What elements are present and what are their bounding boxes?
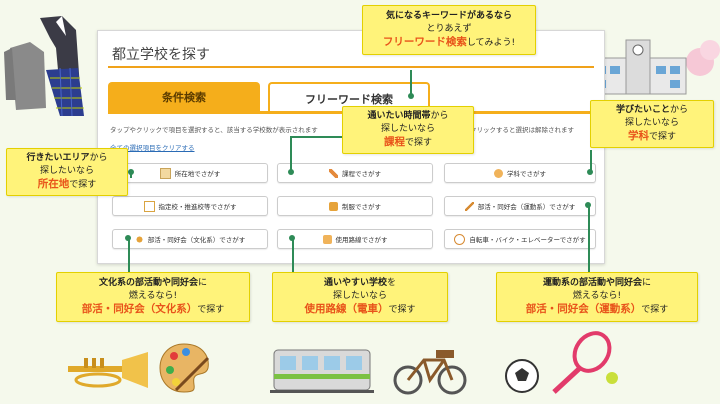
connector-dot	[125, 235, 131, 241]
connector-dot	[288, 169, 294, 175]
music-icon	[134, 234, 144, 244]
callout-location: 行きたいエリアから 探したいなら 所在地で探す	[6, 148, 128, 196]
palette-icon	[494, 168, 503, 178]
connector-line	[290, 136, 348, 138]
school-uniform-illustration	[4, 16, 84, 117]
bicycle-icon	[454, 233, 466, 245]
connector-dot	[585, 202, 591, 208]
callout-sports-club: 運動系の部活動や同好会に 燃えるなら! 部活・同好会（運動系）で探す	[496, 272, 698, 322]
search-by-culture-club-button[interactable]: 部活・同好会（文化系）でさがす	[112, 229, 268, 249]
connector-line	[130, 172, 132, 178]
tab-condition-search[interactable]: 条件検索	[108, 82, 260, 112]
school-building-illustration	[560, 39, 720, 95]
search-by-course-button[interactable]: 課程でさがす	[277, 163, 433, 183]
instruction-text: タップやクリックで項目を選択すると、該当する学校数が表示されます	[110, 126, 318, 134]
search-by-location-button[interactable]: 所在地でさがす	[112, 163, 268, 183]
callout-culture-club: 文化系の部活動や同好会に 燃えるなら! 部活・同好会（文化系）で探す	[56, 272, 250, 322]
connector-dot	[587, 169, 593, 175]
search-by-designated-school-button[interactable]: 指定校・推進校等でさがす	[112, 196, 268, 216]
callout-subject: 学びたいことから 探したいなら 学科で探す	[590, 100, 714, 148]
palette-illustration	[159, 343, 210, 393]
connector-dot	[408, 93, 414, 99]
map-icon	[159, 167, 171, 179]
connector-dot	[289, 235, 295, 241]
bicycle-illustration	[393, 350, 467, 395]
soccer-ball-illustration	[505, 359, 539, 393]
search-by-subject-button[interactable]: 学科でさがす	[444, 163, 596, 183]
search-by-route-button[interactable]: 使用路線でさがす	[277, 229, 433, 249]
callout-route: 通いやすい学校を 探したいなら 使用路線（電車）で探す	[272, 272, 448, 322]
train-icon	[322, 234, 332, 244]
racket-icon	[464, 201, 474, 211]
connector-line	[410, 70, 412, 96]
connector-line	[128, 238, 130, 272]
connector-line	[290, 136, 292, 172]
callout-freeword: 気になるキーワードがあるなら とりあえず フリーワード検索してみよう!	[362, 5, 536, 55]
clear-selection-link[interactable]: 全ての選択項目をクリアする	[110, 144, 195, 152]
title-divider	[108, 66, 594, 68]
search-by-uniform-button[interactable]: 制服でさがす	[277, 196, 433, 216]
uniform-icon	[329, 201, 338, 211]
callout-course: 通いたい時間帯から 探したいなら 課程で探す	[342, 106, 474, 154]
connector-line	[292, 238, 294, 272]
pencil-icon	[329, 168, 338, 178]
trumpet-illustration	[68, 352, 148, 388]
search-by-access-button[interactable]: 自転車・バイク・エレベーターでさがす	[444, 229, 596, 249]
connector-line	[588, 205, 590, 272]
instruction-text-right: クリックすると選択は解除されます	[470, 126, 574, 134]
connector-dot	[128, 169, 134, 175]
page-title: 都立学校を探す	[112, 47, 210, 63]
search-by-sports-club-button[interactable]: 部活・同好会（運動系）でさがす	[444, 196, 596, 216]
train-illustration	[270, 349, 374, 393]
tennis-racket-illustration	[552, 331, 618, 394]
document-icon	[143, 200, 155, 212]
connector-line	[590, 150, 592, 172]
